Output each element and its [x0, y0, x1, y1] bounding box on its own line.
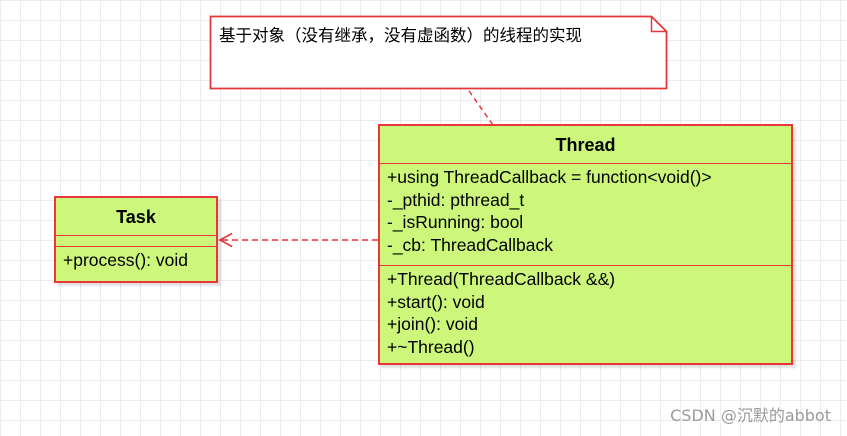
dependency-arrowhead — [218, 232, 233, 248]
method-item: +start(): void — [387, 291, 485, 312]
attribute-item: +using ThreadCallback = function<void()> — [387, 167, 712, 187]
note-anchor-line[interactable] — [468, 90, 494, 126]
method-item: +~Thread() — [387, 336, 475, 357]
note-shape[interactable] — [209, 15, 668, 90]
method-item: +process(): void — [63, 250, 188, 270]
class-thread-methods: +Thread(ThreadCallback &&) +start(): voi… — [380, 266, 791, 358]
class-task-title: Task — [56, 198, 216, 236]
class-task[interactable]: Task +process(): void — [54, 196, 218, 283]
method-item: +join(): void — [387, 314, 478, 334]
class-task-methods: +process(): void — [56, 247, 216, 272]
class-task-attributes — [56, 236, 216, 247]
attribute-item: -_isRunning: bool — [387, 212, 524, 232]
method-item: +Thread(ThreadCallback &&) — [387, 269, 616, 289]
note-text: 基于对象（没有继承，没有虚函数）的线程的实现 — [219, 26, 582, 45]
note-fold — [650, 16, 667, 33]
class-thread[interactable]: Thread +using ThreadCallback = function<… — [378, 124, 793, 365]
watermark: CSDN @沉默的abbot — [670, 406, 831, 425]
attribute-item: -_cb: ThreadCallback — [387, 234, 554, 255]
attribute-item: -_pthid: pthread_t — [387, 189, 525, 210]
class-thread-title: Thread — [380, 126, 791, 164]
class-thread-attributes: +using ThreadCallback = function<void()>… — [380, 164, 791, 266]
